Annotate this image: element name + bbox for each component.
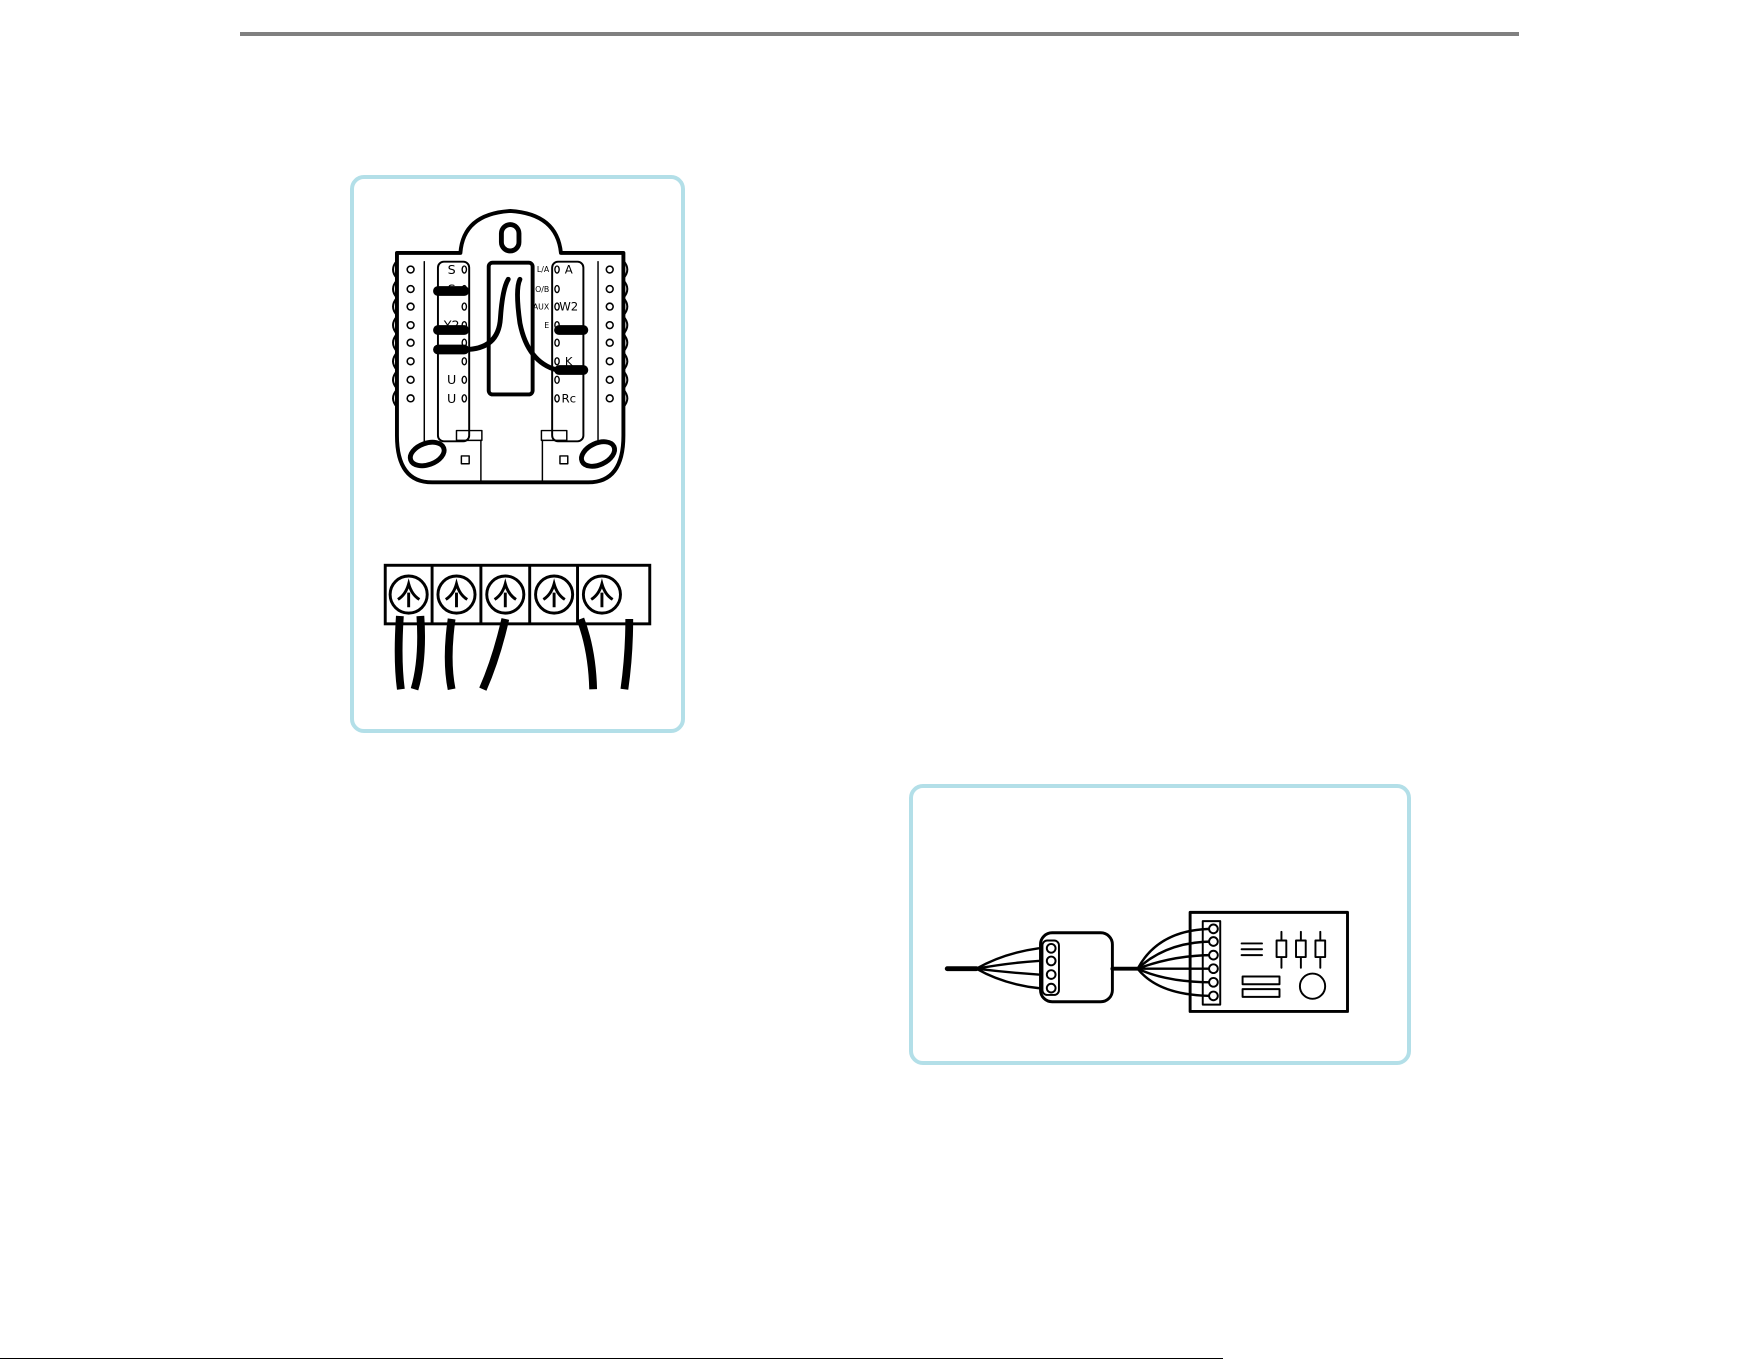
terminal-wire: [415, 616, 422, 689]
strip-terminal: [555, 376, 559, 383]
terminal-label: W2: [559, 300, 578, 314]
terminal-wire: [449, 619, 452, 689]
junction-pin: [1047, 970, 1056, 979]
terminal-label: L/A: [537, 265, 550, 274]
board-capacitor: [1300, 974, 1325, 999]
terminal-wire: [399, 616, 401, 689]
resistor: [1315, 941, 1325, 958]
module-wiring-diagram: [913, 788, 1407, 1061]
board-chip: [1243, 976, 1280, 984]
terminal-wire: [483, 619, 505, 689]
module-wiring-panel: [909, 784, 1411, 1065]
bottom-right-mount-hole: [578, 437, 619, 471]
thermostat-base: [397, 211, 623, 482]
terminal-label: S: [448, 262, 456, 277]
junction-pin: [1047, 944, 1056, 953]
side-hole: [407, 395, 414, 402]
terminal-wire: [624, 619, 629, 689]
top-mount-slot: [501, 225, 519, 251]
board-pin: [1209, 978, 1218, 987]
right-small-terminal-labels: L/A O/B AUX E: [533, 265, 550, 330]
strip-terminal: [462, 266, 466, 273]
strip-terminal: [462, 358, 466, 365]
terminal-label: E: [544, 321, 549, 330]
strip-terminal: [555, 358, 559, 365]
strip-terminal: [462, 376, 466, 383]
side-hole: [407, 358, 414, 365]
terminal-label: A: [565, 263, 573, 277]
terminal-label: Rc: [561, 391, 576, 405]
board-pin: [1209, 951, 1218, 960]
base-wires: [438, 279, 583, 370]
side-hole: [407, 376, 414, 383]
center-window: [489, 263, 533, 395]
side-hole: [407, 286, 414, 293]
board-pin: [1209, 925, 1218, 934]
terminal-label: O/B: [535, 285, 549, 294]
terminal-block: [385, 565, 650, 624]
side-hole: [606, 395, 613, 402]
side-hole: [407, 339, 414, 346]
terminal-wires: [399, 616, 630, 689]
junction-pin: [1047, 957, 1056, 966]
strip-terminal: [555, 286, 559, 293]
strip-terminal: [555, 266, 559, 273]
side-hole: [606, 339, 613, 346]
strip-terminal: [462, 303, 466, 310]
side-hole: [407, 266, 414, 273]
top-rule: [240, 32, 1519, 36]
right-terminal-strip: [552, 262, 583, 442]
resistor: [1277, 941, 1287, 958]
board-resistors: [1277, 932, 1326, 968]
side-hole: [606, 266, 613, 273]
board-pin: [1209, 992, 1218, 1001]
bottom-left-mount-hole: [407, 438, 447, 470]
terminal-wire: [580, 619, 593, 689]
side-hole: [606, 322, 613, 329]
board-pin: [1209, 964, 1218, 973]
side-hole: [606, 303, 613, 310]
strip-terminal: [555, 339, 559, 346]
junction-pin: [1047, 984, 1056, 993]
side-bumps: [393, 261, 627, 407]
input-wire: [976, 948, 1038, 968]
side-hole: [606, 376, 613, 383]
bottom-left-square: [461, 456, 469, 464]
strip-terminal: [462, 395, 466, 402]
side-hole: [407, 322, 414, 329]
bottom-right-square: [560, 456, 568, 464]
input-wires: [976, 948, 1038, 988]
board-pin: [1209, 937, 1218, 946]
resistor: [1296, 941, 1306, 958]
bottom-rule: [0, 1358, 1223, 1359]
terminal-label: U: [447, 372, 456, 387]
side-hole: [407, 303, 414, 310]
strip-terminal: [555, 395, 559, 402]
board-chip: [1243, 989, 1280, 997]
side-hole: [606, 286, 613, 293]
terminal-label: AUX: [533, 302, 550, 311]
wire-k-cross: [464, 279, 508, 349]
side-hole: [606, 358, 613, 365]
terminal-label: U: [447, 391, 456, 406]
